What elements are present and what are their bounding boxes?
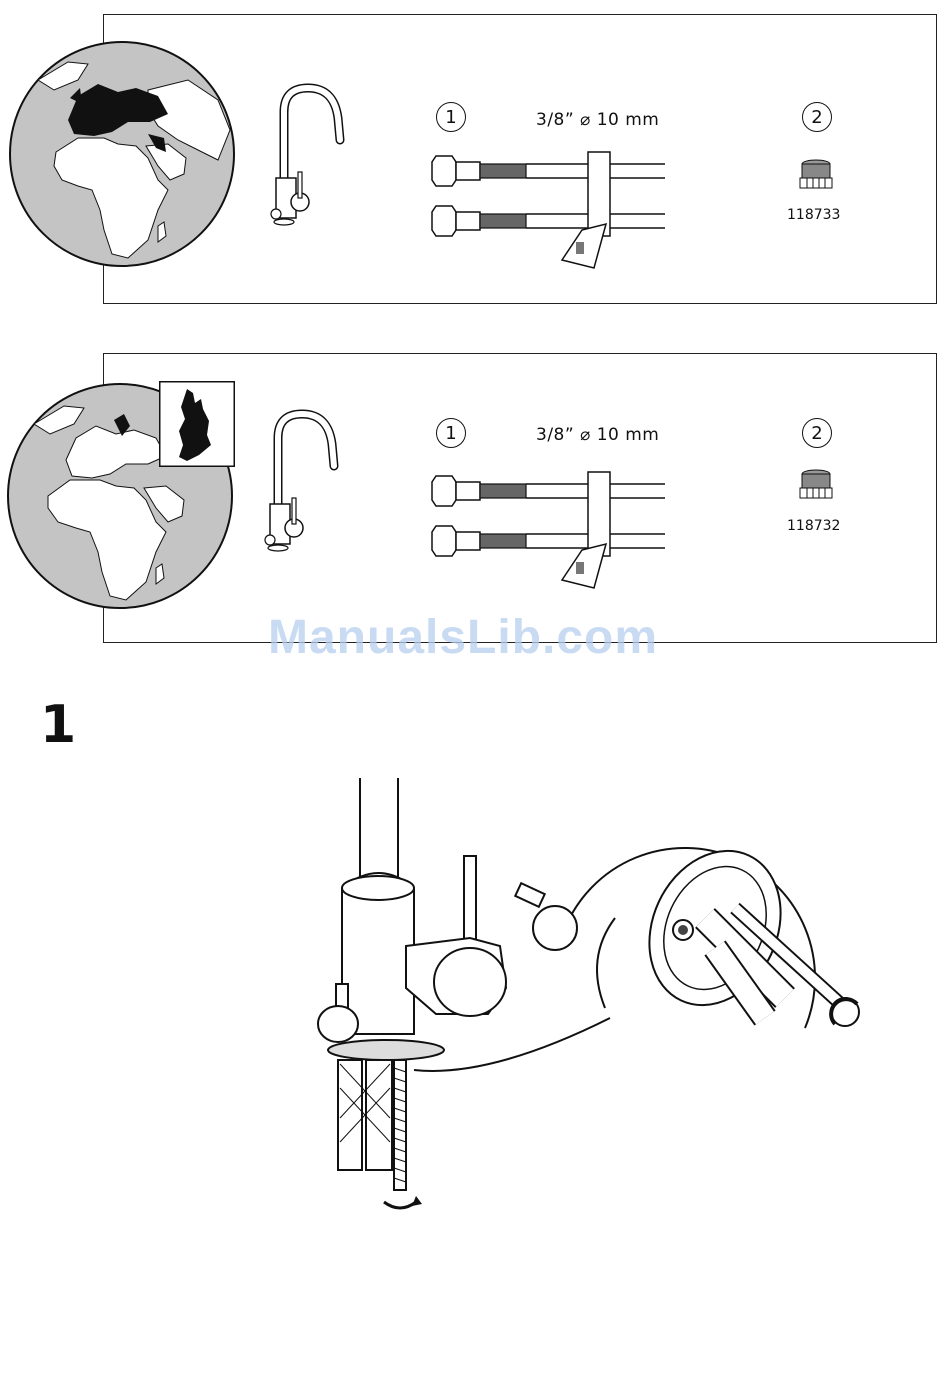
supply-hoses-icon [430, 150, 670, 275]
aerator-icon [798, 468, 834, 502]
item-marker-1: 1 [436, 418, 466, 448]
globe-europe-icon [8, 40, 238, 270]
step-number: 1 [40, 695, 76, 755]
faucet-installation-illustration [310, 778, 530, 1218]
faucet-icon [256, 408, 346, 558]
item-marker-1: 1 [436, 102, 466, 132]
hose-spec: 3/8” ⌀ 10 mm [536, 425, 659, 445]
faucet-icon [262, 82, 352, 232]
item-marker-2: 2 [802, 102, 832, 132]
aerator-part-number: 118733 [787, 207, 840, 223]
supply-hoses-icon [430, 470, 670, 595]
hose-spec: 3/8” ⌀ 10 mm [536, 110, 659, 130]
detail-magnified-view [515, 798, 865, 1058]
finland-inset-icon [159, 381, 235, 467]
watermark: ManualsLib.com [268, 610, 658, 665]
item-marker-2: 2 [802, 418, 832, 448]
aerator-part-number: 118732 [787, 518, 840, 534]
aerator-icon [798, 158, 834, 192]
